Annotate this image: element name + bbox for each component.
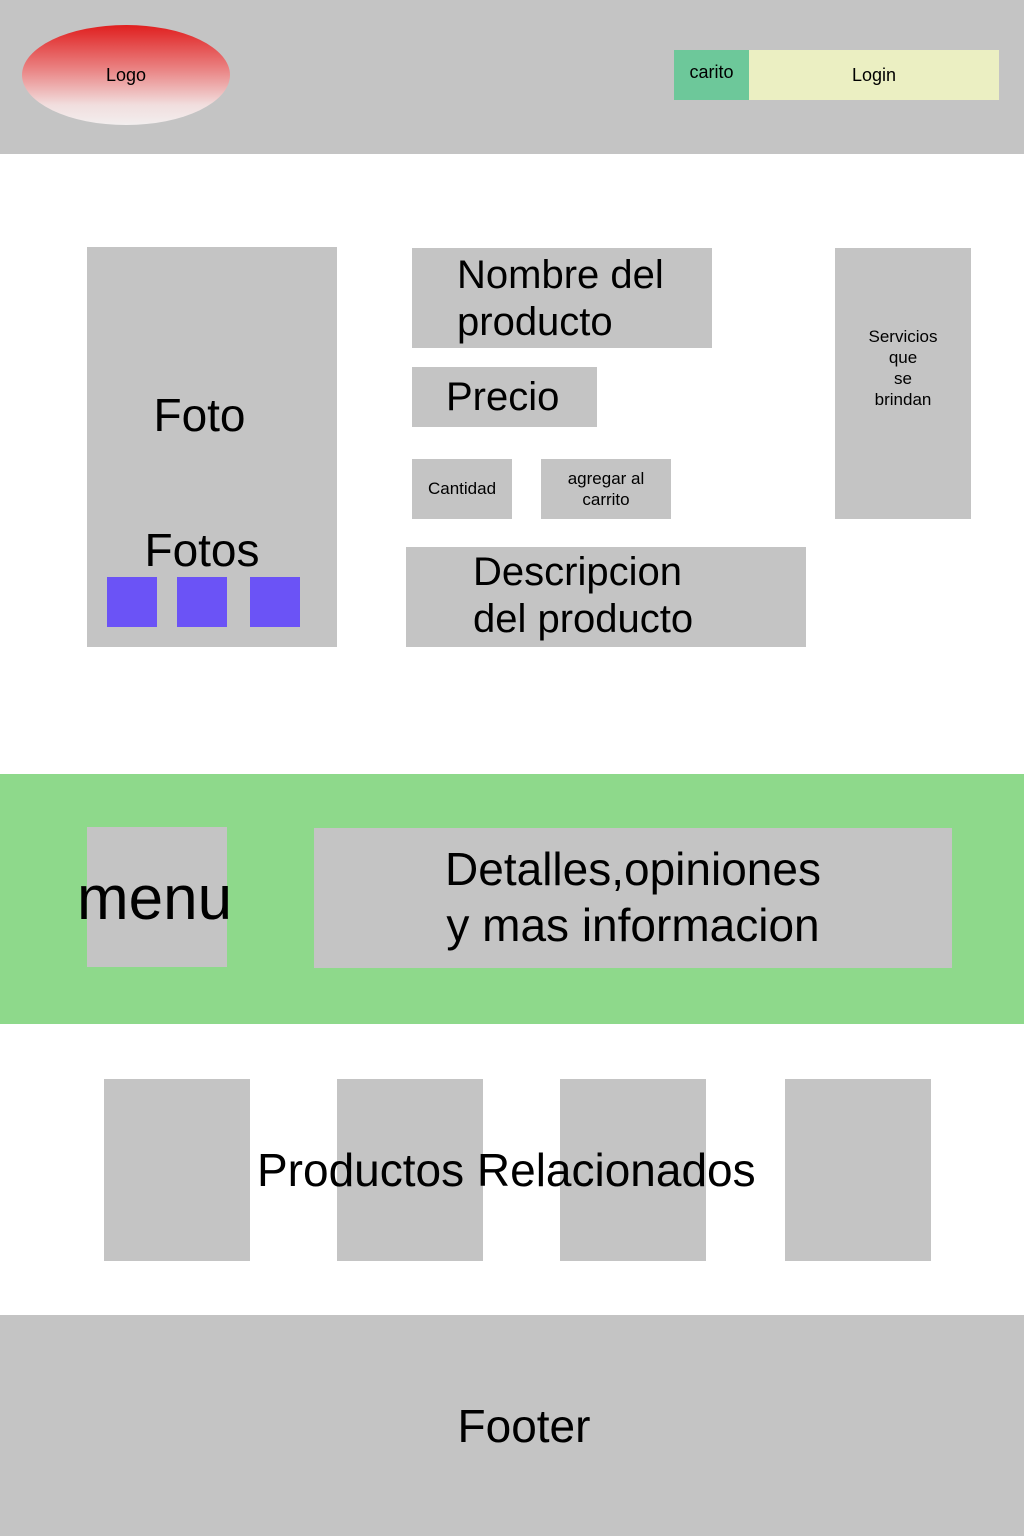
product-description: Descripcion del producto — [406, 547, 806, 647]
related-product-card[interactable] — [337, 1079, 483, 1261]
photo-thumbnail[interactable] — [177, 577, 227, 627]
site-footer: Footer — [0, 1315, 1024, 1536]
product-name-line: Nombre del — [457, 253, 664, 297]
cart-button-label: carito — [689, 62, 734, 82]
photo-thumbnail[interactable] — [250, 577, 300, 627]
services-line: que — [888, 348, 918, 367]
services-line: se — [894, 369, 912, 388]
cart-button[interactable]: carito — [674, 50, 749, 100]
quantity-selector[interactable]: Cantidad — [412, 459, 512, 519]
logo[interactable]: Logo — [22, 25, 230, 125]
related-products-title: Productos Relacionados — [257, 1144, 756, 1196]
product-description-line: del producto — [473, 597, 694, 641]
login-button-label: Login — [851, 64, 897, 85]
product-name-line: producto — [457, 300, 613, 344]
services-panel: Servicios que se brindan — [835, 248, 971, 519]
menu-button[interactable] — [87, 827, 227, 967]
services-line: Servicios — [868, 327, 938, 346]
add-to-cart-button[interactable]: agregar al carrito — [541, 459, 671, 519]
details-line: y mas informacion — [446, 899, 820, 951]
menu-label: menu — [77, 864, 233, 933]
product-photo-label: Foto — [153, 389, 246, 441]
related-product-card[interactable] — [785, 1079, 931, 1261]
add-to-cart-label: agregar al carrito — [567, 469, 645, 509]
logo-label: Logo — [105, 64, 147, 85]
product-photos-label: Fotos — [144, 524, 260, 576]
related-product-card[interactable] — [104, 1079, 250, 1261]
footer-label: Footer — [457, 1399, 591, 1452]
services-line: brindan — [874, 390, 932, 409]
product-price-label: Precio — [446, 375, 560, 419]
login-button[interactable]: Login — [749, 50, 999, 100]
product-name: Nombre del producto — [412, 248, 712, 348]
product-description-line: Descripcion — [473, 550, 682, 594]
details-panel: Detalles,opiniones y mas informacion — [314, 828, 952, 968]
quantity-label: Cantidad — [427, 479, 497, 498]
related-product-card[interactable] — [560, 1079, 706, 1261]
photo-thumbnail[interactable] — [107, 577, 157, 627]
details-line: Detalles,opiniones — [445, 843, 821, 895]
product-price: Precio — [412, 367, 597, 427]
